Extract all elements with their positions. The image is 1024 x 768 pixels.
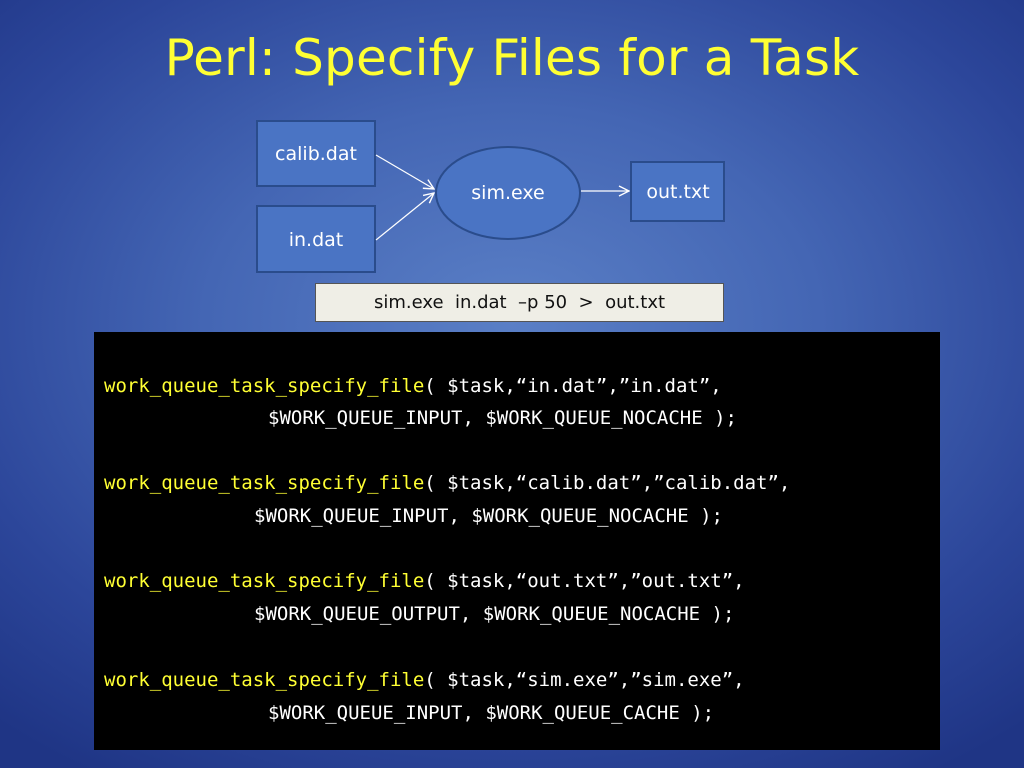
- function-name: work_queue_task_specify_file: [104, 375, 425, 397]
- function-name: work_queue_task_specify_file: [104, 472, 425, 494]
- function-args: ( $task,“calib.dat”,”calib.dat”,: [424, 472, 791, 494]
- code-line: work_queue_task_specify_file( $task,“cal…: [104, 471, 790, 495]
- node-sim-exe-label: sim.exe: [471, 182, 544, 204]
- code-block: work_queue_task_specify_file( $task,“in.…: [94, 332, 940, 750]
- node-sim-exe: [435, 146, 581, 240]
- node-in-dat: [256, 205, 376, 273]
- node-in-dat-label: in.dat: [289, 229, 344, 251]
- function-args: ( $task,“out.txt”,”out.txt”,: [424, 570, 745, 592]
- function-name: work_queue_task_specify_file: [104, 570, 425, 592]
- edge-in-to-sim: [375, 193, 434, 241]
- node-calib-dat-label: calib.dat: [275, 143, 357, 165]
- code-line: $WORK_QUEUE_INPUT, $WORK_QUEUE_NOCACHE )…: [268, 407, 737, 429]
- code-line: work_queue_task_specify_file( $task,“in.…: [104, 374, 722, 398]
- function-name: work_queue_task_specify_file: [104, 669, 425, 691]
- function-args: ( $task,“sim.exe”,”sim.exe”,: [424, 669, 745, 691]
- code-line: work_queue_task_specify_file( $task,“out…: [104, 569, 745, 593]
- slide-title: Perl: Specify Files for a Task: [164, 29, 860, 87]
- command-line-box: sim.exe in.dat –p 50 > out.txt: [315, 283, 724, 322]
- code-line: $WORK_QUEUE_INPUT, $WORK_QUEUE_NOCACHE )…: [254, 505, 723, 527]
- edge-calib-to-sim: [375, 154, 434, 189]
- node-calib-dat: [256, 120, 376, 187]
- node-out-txt: [630, 161, 725, 222]
- function-args: ( $task,“in.dat”,”in.dat”,: [424, 375, 722, 397]
- file-flow-diagram: calib.dat in.dat sim.exe out.txt: [256, 120, 725, 273]
- node-out-txt-label: out.txt: [646, 181, 709, 203]
- code-line: $WORK_QUEUE_OUTPUT, $WORK_QUEUE_NOCACHE …: [254, 603, 735, 625]
- code-line: work_queue_task_specify_file( $task,“sim…: [104, 668, 745, 692]
- code-line: $WORK_QUEUE_INPUT, $WORK_QUEUE_CACHE );: [268, 702, 715, 724]
